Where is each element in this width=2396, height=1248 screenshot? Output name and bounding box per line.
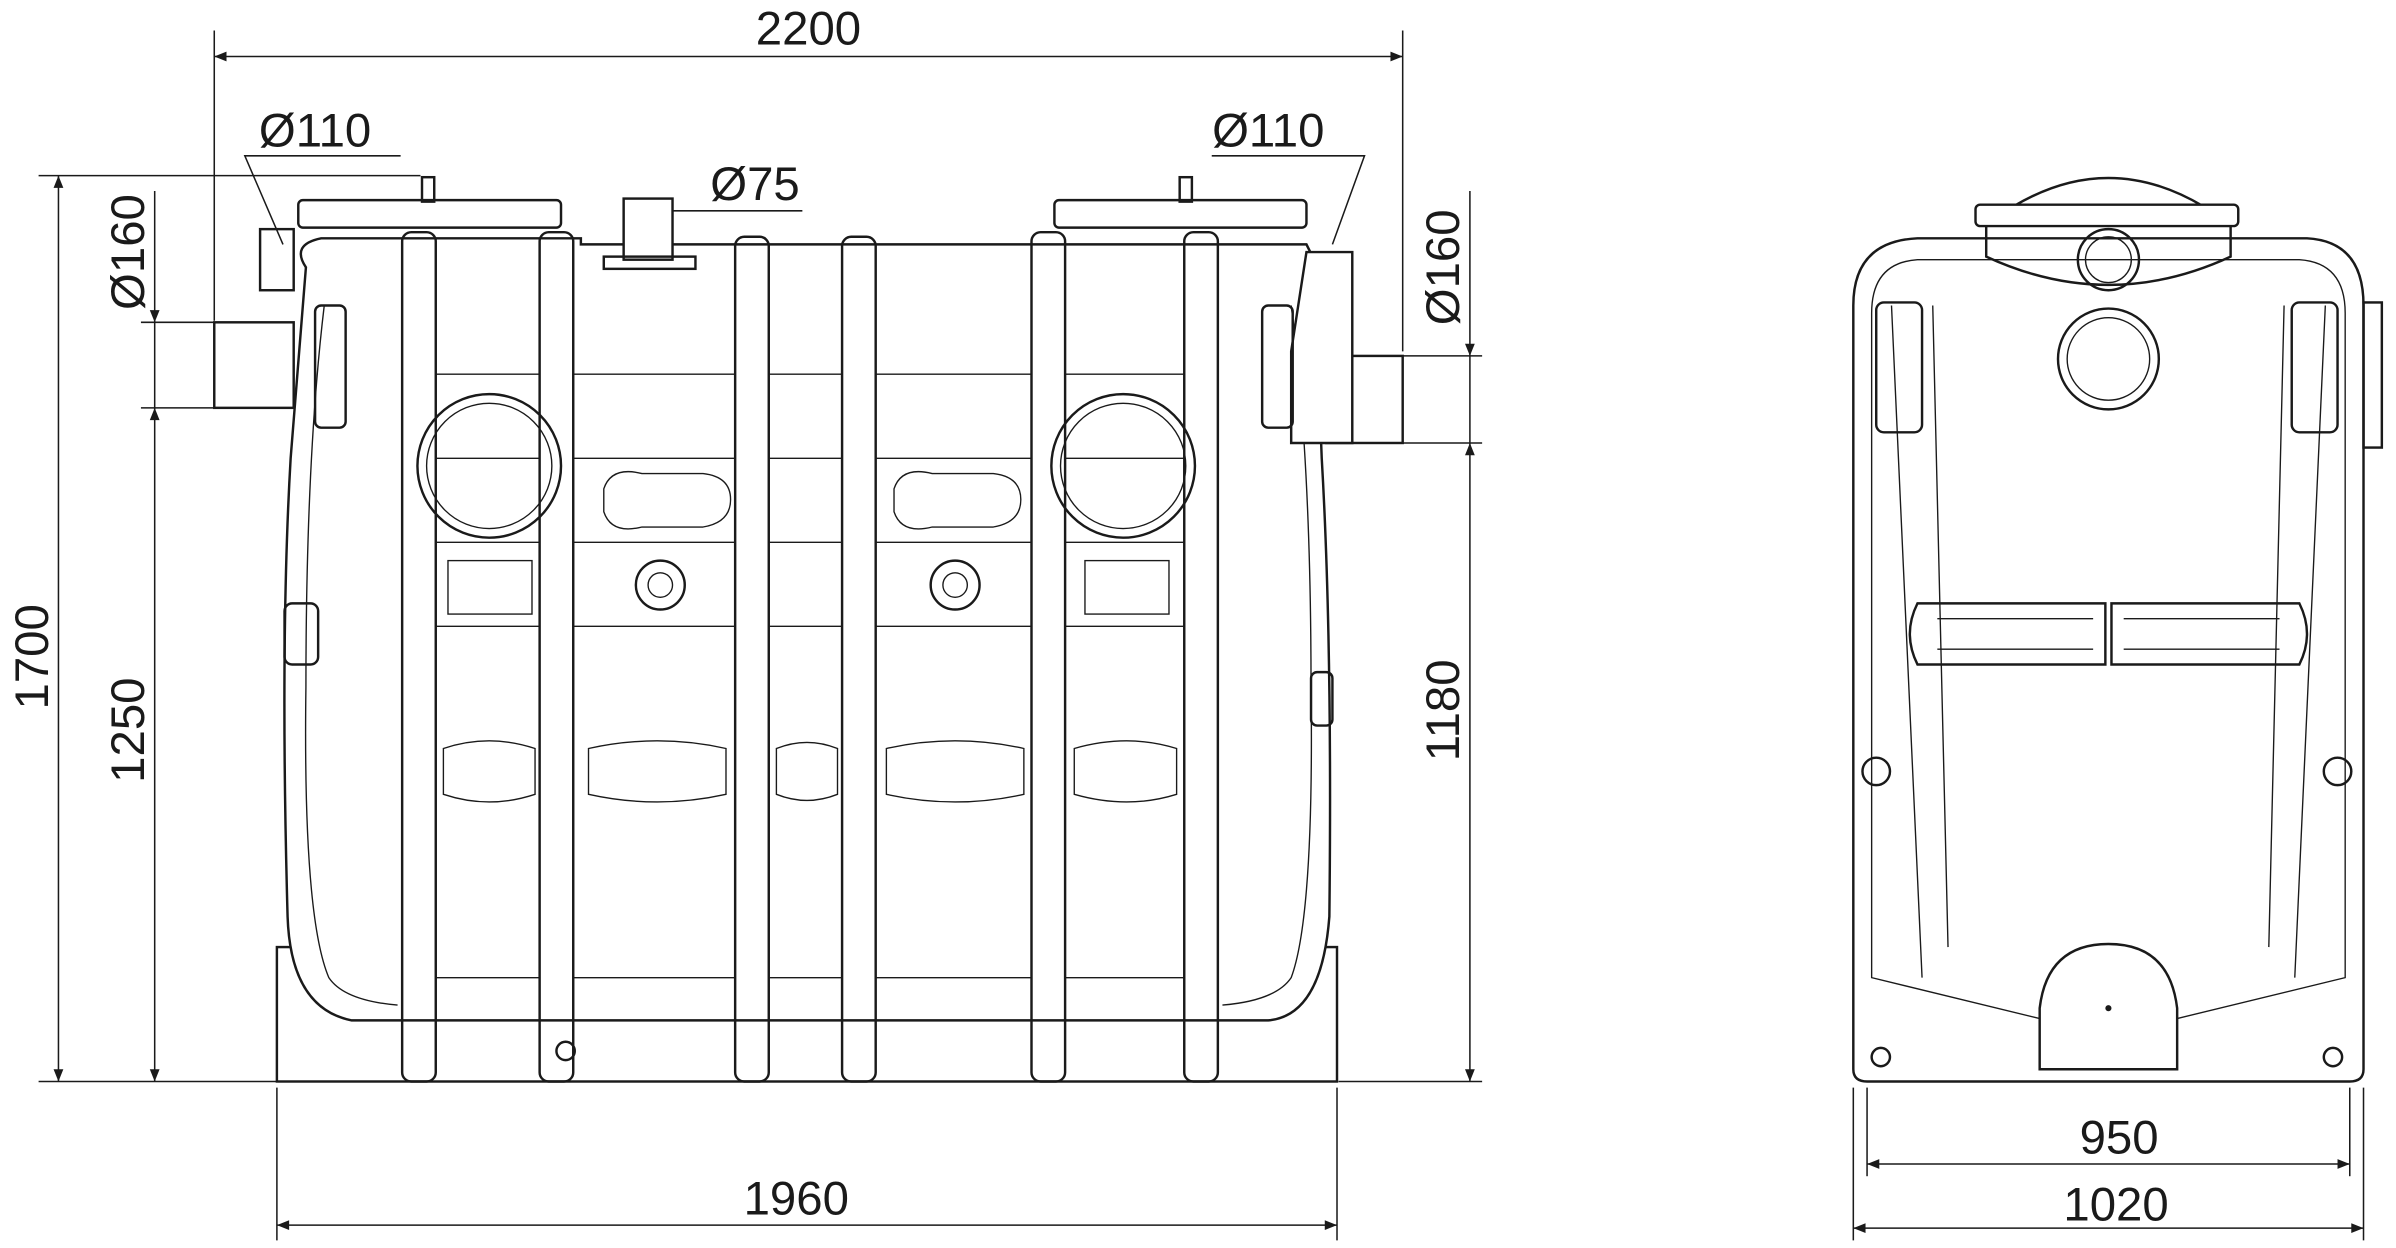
side-lid: [1974, 203, 2240, 228]
side-dimensions: 950 1020: [1852, 1087, 2365, 1241]
center-port: [622, 197, 674, 261]
side-lid-dome: [2009, 176, 2208, 208]
dim-inner-width: 950: [2080, 1111, 2159, 1164]
right-access-circle: [1050, 392, 1197, 539]
tank-body: [283, 237, 1332, 1022]
dim-center-port-diameter: Ø75: [710, 158, 800, 211]
front-view: [213, 175, 1404, 1083]
dim-base-length: 1960: [744, 1172, 849, 1225]
side-view: [1852, 176, 2384, 1083]
tank-ribs: [400, 230, 1220, 1083]
side-pipe-opening: [2056, 307, 2161, 411]
front-dimensions: 2200 1960 1700 Ø160 1250 Ø160 1180 Ø110 …: [6, 2, 1483, 1241]
left-lid: [297, 198, 563, 229]
dim-inlet-height: 1250: [102, 678, 155, 783]
dim-outlet-diameter: Ø160: [1417, 209, 1470, 325]
dim-left-vent-diameter: Ø110: [259, 105, 371, 158]
left-access-circle: [416, 392, 563, 539]
dim-right-vent-diameter: Ø110: [1212, 105, 1324, 158]
side-tank-body: [1852, 237, 2365, 1083]
dim-inlet-diameter: Ø160: [102, 194, 155, 310]
dim-outer-width: 1020: [2063, 1179, 2168, 1232]
inlet-pipe: [213, 321, 295, 410]
dim-outlet-height: 1180: [1417, 659, 1470, 761]
dim-total-height: 1700: [6, 604, 59, 709]
dim-overall-length: 2200: [756, 2, 861, 55]
right-lid: [1053, 198, 1308, 229]
